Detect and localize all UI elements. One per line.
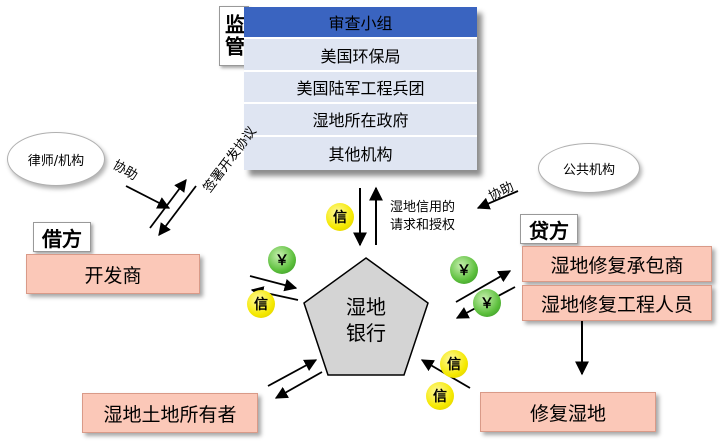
agency-epa: 美国环保局 — [244, 37, 477, 70]
engineers-box: 湿地修复工程人员 — [522, 285, 712, 321]
money-coin-engineers: ￥ — [473, 289, 501, 317]
credit-coin-top: 信 — [326, 203, 354, 231]
money-coin-developer: ￥ — [268, 246, 296, 274]
credit-request-text: 湿地信用的 请求和授权 — [390, 199, 480, 234]
bank-pentagon — [303, 257, 429, 376]
agency-other: 其他机构 — [244, 134, 477, 170]
arrow-sign-agreement-up — [149, 178, 187, 229]
arrow-landowner-to-bank — [267, 359, 318, 387]
arrow-advisor-assist — [125, 185, 171, 209]
arrow-bank-to-landowner — [274, 371, 323, 399]
agency-local-government: 湿地所在政府 — [244, 102, 477, 135]
credit-coin-developer: 信 — [247, 290, 275, 318]
contractor-box: 湿地修复承包商 — [522, 246, 712, 282]
credit-request-line-1: 湿地信用的 — [390, 200, 456, 215]
advisor-ellipse: 律师/机构 — [7, 132, 105, 186]
agency-army-corps: 美国陆军工程兵团 — [244, 69, 477, 103]
bank-label: 湿地 银行 — [326, 294, 406, 346]
credit-coin-restoration-2: 信 — [426, 382, 454, 410]
credit-request-line-2: 请求和授权 — [390, 217, 456, 233]
landowner-box: 湿地土地所有者 — [82, 393, 258, 433]
bank-label-line-1: 湿地 — [346, 295, 386, 319]
arrow-developer-to-bank — [249, 275, 298, 292]
developer-box: 开发商 — [26, 254, 200, 294]
agency-review-group: 审查小组 — [244, 7, 477, 38]
credit-coin-restoration-1: 信 — [440, 350, 468, 378]
arrow-public-assist — [476, 190, 519, 210]
public-agency-ellipse: 公共机构 — [538, 143, 640, 193]
supervision-agency-stack: 审查小组 美国环保局 美国陆军工程兵团 湿地所在政府 其他机构 — [244, 7, 477, 170]
money-coin-contractor: ￥ — [450, 256, 478, 284]
arrow-bank-to-contractor — [455, 270, 512, 303]
lender-label: 贷方 — [520, 214, 578, 244]
borrower-label: 借方 — [33, 222, 91, 252]
restoration-box: 修复湿地 — [480, 392, 656, 432]
arrow-sign-agreement-down — [158, 185, 197, 237]
bank-label-line-2: 银行 — [346, 321, 386, 345]
